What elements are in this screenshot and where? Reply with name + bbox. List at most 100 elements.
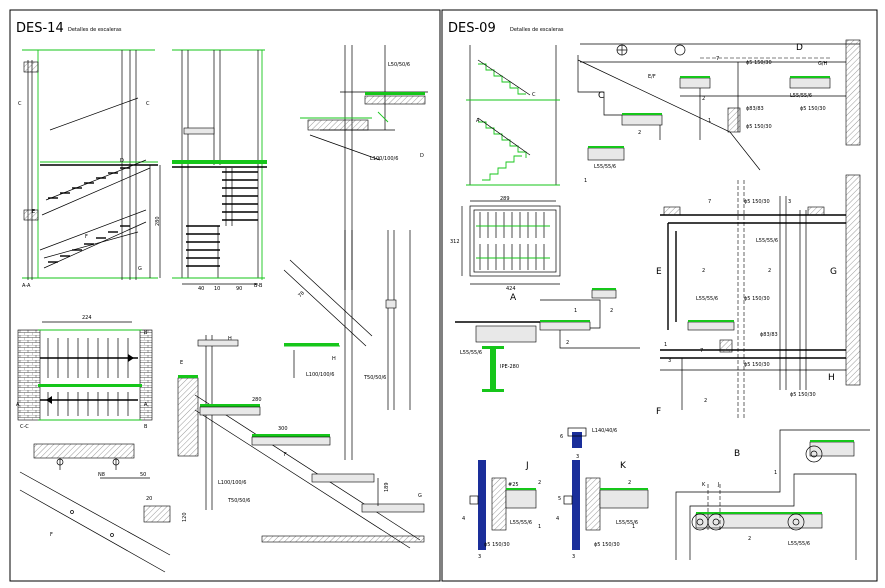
detail-jk: J #25 L55/55/6 ϕ5 150/30 4 3 2 1 L140/40… [462,427,649,560]
dim-40: 40 [198,286,204,292]
label-2-ipe-b: 2 [610,308,613,314]
label-2-f: 2 [704,398,707,404]
label-2-b: 2 [748,536,751,542]
label-gh: G/H [818,61,828,67]
dim-280: 280 [252,397,262,403]
profile-150-30-c: ϕ5 150/30 [746,124,772,130]
label-4-k: 4 [556,516,559,522]
label-h-detail: H [228,336,232,342]
dim-90: 90 [236,286,242,292]
dim-189: 189 [384,482,390,492]
profile-l55-mid: L55/55/6 [696,296,718,302]
plan-cc: 224 B B A A C-C [16,315,153,430]
label-d: D [120,158,124,164]
label-f-detail: F [50,532,53,538]
profile-l55-ipe: L55/55/6 [460,350,482,356]
dim-10: 10 [214,286,220,292]
label-2-k: 2 [628,480,631,486]
profile-150-30-top: ϕ5 150/30 [746,60,772,66]
label-1-j: 1 [538,524,541,530]
label-2-c: 2 [638,130,641,136]
label-2-e: 2 [702,268,705,274]
label-h-right: H [332,356,336,362]
profile-150-30-h: ϕ5 150/30 [744,362,770,368]
label-a-small: A [476,118,480,124]
label-6-k: 6 [560,434,563,440]
dim-312: 312 [450,239,460,245]
label-7-f: 7 [700,348,703,354]
label-1-b: 1 [774,470,777,476]
label-4-j: 4 [462,516,465,522]
detail-efgh: E G F H ϕ5 150/30 L55/55/6 L55/55/6 ϕ5 1… [656,174,861,420]
profile-150-30-h2: ϕ5 150/30 [790,392,816,398]
profile-150-30-b: ϕ5 150/30 [800,106,826,112]
profile-l55-b: L55/55/6 [788,541,810,547]
label-1-c: 1 [584,178,587,184]
section-label-bb: B-B [254,283,263,289]
label-k-b: K [702,482,706,488]
label-2-ipe: 2 [566,340,569,346]
label-a-plan: A [16,402,20,408]
label-ef: E/F [648,74,656,80]
dim-224: 224 [82,315,92,321]
label-b-plan: B [144,330,148,336]
section-bb: 40 10 90 B-B [172,49,267,292]
sheet-frame-2 [441,9,878,582]
rail-bars-upper [222,171,258,221]
profile-l55-j: L55/55/6 [510,520,532,526]
profile-ipe280: IPE-280 [500,364,519,370]
rail-bars-lower [186,225,220,267]
label-b-detail: B [734,449,740,459]
label-g: G [138,266,142,272]
dim-280-vertical: 280 [155,216,161,226]
sheet-subtitle-2: Detalles de escaleras [510,27,564,33]
profile-phi83-top: ϕ83/83 [746,106,764,112]
sheet-title-2: DES-09 [448,21,496,36]
dim-n8: N8 [98,472,105,478]
label-3-f: 3 [668,358,671,364]
label-c-left: C [18,101,22,107]
profile-t50-stair: T50/50/6 [227,498,250,504]
profile-l100-stair: L100/100/6 [218,480,246,486]
dim-289: 289 [500,196,510,202]
profile-l100-d: L100/100/6 [370,156,398,162]
label-1-ipe: 1 [574,308,577,314]
label-7-e: 7 [708,199,711,205]
label-k: K [620,461,627,471]
label-e: E [32,209,35,215]
arrow-right-icon [128,354,134,362]
post-k [572,460,580,550]
sheet-title: DES-14 [16,21,64,36]
label-g-landing: G [830,267,837,277]
label-a-plan-right: A [144,402,148,408]
sheet-frame [9,9,441,582]
plan2-treads-lower [479,244,545,270]
profile-l50: L50/50/6 [388,62,410,68]
label-3-j: 3 [478,554,481,560]
profile-l100-h: L100/100/6 [306,372,334,378]
label-f-stair: F [284,452,287,458]
detail-b: B K J 1 2 L55/55/6 [675,429,870,560]
sheet-subtitle: Detalles de escaleras [68,27,122,33]
detail-f: N8 50 20 120 F [19,443,188,573]
profile-l55-k: L55/55/6 [616,520,638,526]
dim-300: 300 [278,426,288,432]
dim-120: 120 [182,512,188,522]
label-c-right: C [146,101,150,107]
profile-150-30-mid: ϕ5 150/30 [744,296,770,302]
section-label-cc: C-C [20,424,29,430]
profile-150-30-k: ϕ5 150/30 [594,542,620,548]
dim-78: 78 [297,290,306,299]
section-label-aa: A-A [22,283,31,289]
label-1-top: 1 [708,118,711,124]
label-3-k-top: 3 [576,454,579,460]
plan2-treads-upper [479,212,545,238]
detail-e-stair: E H 280 300 F 189 G L100/100/6 T50/50/6 [177,335,425,549]
label-e-detail: E [180,360,183,366]
label-c-small: C [532,92,536,98]
profile-l55-top: L55/55/6 [790,93,812,99]
sheet-des14: DES-14 Detalles de escaleras [9,9,441,582]
detail-d: L50/50/6 L100/100/6 D [300,45,428,290]
label-d-detail2: D [796,43,803,53]
label-5-k: 5 [558,496,561,502]
